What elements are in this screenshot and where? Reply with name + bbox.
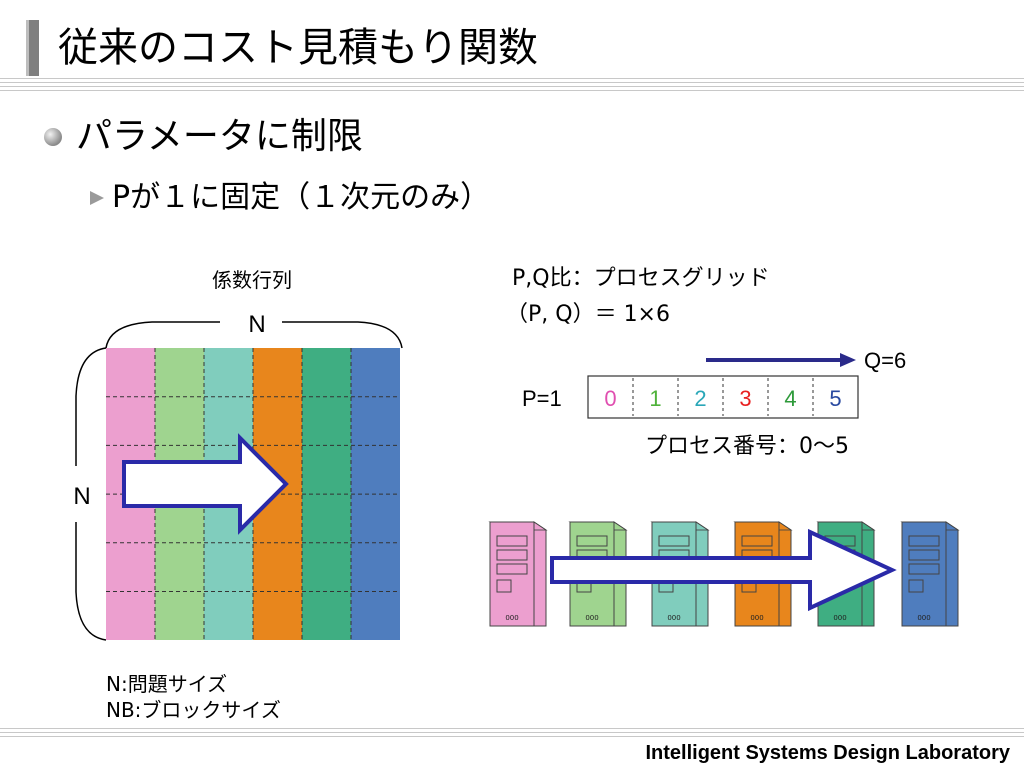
server-badge: 000 xyxy=(505,614,518,622)
title-accent-bar xyxy=(26,20,39,76)
process-grid-diagram: Q=6 P=1 0 1 2 3 4 5 xyxy=(522,348,906,419)
process-cell-4: 4 xyxy=(784,386,796,411)
server-badge: 000 xyxy=(917,614,930,622)
left-brace xyxy=(75,347,107,641)
server-badge: 000 xyxy=(833,614,846,622)
sub-bullet-arrow-icon xyxy=(90,191,104,205)
matrix-arrow-icon xyxy=(122,433,289,535)
process-cell-3: 3 xyxy=(739,386,751,411)
coefficient-matrix-diagram: N N xyxy=(73,311,403,641)
server-0-icon: 000 xyxy=(488,521,548,627)
p-label: P=1 xyxy=(522,386,562,411)
top-brace xyxy=(105,321,403,349)
q-arrow-head-icon xyxy=(840,353,856,367)
server-badge: 000 xyxy=(750,614,763,622)
process-cell-2: 2 xyxy=(694,386,706,411)
process-number-label: プロセス番号：0〜5 xyxy=(645,434,849,459)
server-badge: 000 xyxy=(585,614,598,622)
server-row: 000 000 000 000 000 000 xyxy=(488,521,960,627)
pq-ratio-value: （P, Q）＝ 1×6 xyxy=(506,302,670,327)
footer-lab-name: Intelligent Systems Design Laboratory xyxy=(645,742,1010,764)
header-rule xyxy=(0,78,1024,94)
bullet-dot-icon xyxy=(44,128,62,146)
bullet-level1: パラメータに制限 xyxy=(76,116,363,157)
legend-n: N:問題サイズ xyxy=(106,672,228,696)
q-label: Q=6 xyxy=(864,348,906,373)
matrix-caption: 係数行列 xyxy=(212,268,292,292)
process-cell-5: 5 xyxy=(829,386,841,411)
footer-rule xyxy=(0,728,1024,738)
server-arrow-icon xyxy=(550,528,897,612)
bullet-level2: Pが１に固定（１次元のみ） xyxy=(112,180,491,215)
server-5-icon: 000 xyxy=(900,521,960,627)
process-cell-1: 1 xyxy=(649,386,661,411)
server-badge: 000 xyxy=(667,614,680,622)
pq-ratio-line: P,Q比：プロセスグリッド xyxy=(512,266,770,291)
matrix-n-left: N xyxy=(73,483,90,510)
process-cell-0: 0 xyxy=(604,386,616,411)
slide-title: 従来のコスト見積もり関数 xyxy=(58,25,538,71)
legend-nb: NB:ブロックサイズ xyxy=(106,698,281,722)
matrix-n-top: N xyxy=(248,311,265,338)
